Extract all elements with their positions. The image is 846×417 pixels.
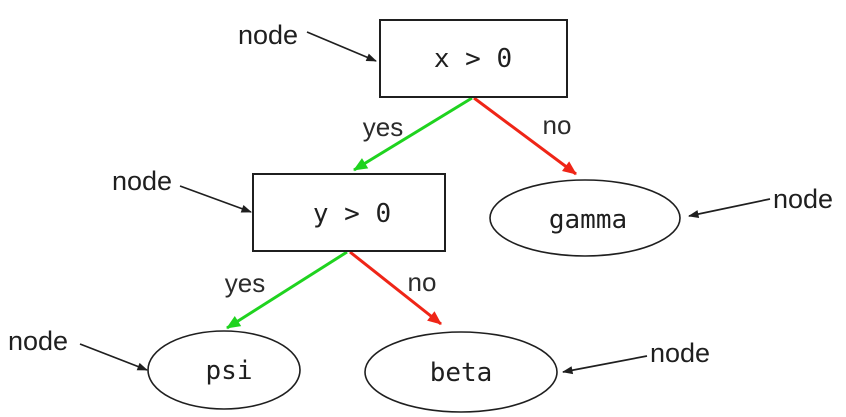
- edge-label-no-bottom: no: [408, 267, 437, 297]
- annotation-node-beta: node: [650, 338, 710, 368]
- annotation-arrow-gamma: [688, 198, 771, 218]
- leaf-node-gamma: [489, 179, 681, 257]
- leaf-node-gamma-label: gamma: [549, 205, 627, 235]
- annotation-node-psi: node: [8, 326, 68, 356]
- edge-yes-root-to-inner: [353, 96, 473, 172]
- leaf-node-psi: [147, 330, 301, 410]
- annotation-arrow-inner: [179, 185, 252, 213]
- edge-yes-inner-to-psi: [226, 250, 348, 330]
- annotation-node-root: node: [238, 20, 298, 50]
- annotation-arrow-beta: [562, 355, 648, 375]
- leaf-node-beta-label: beta: [430, 358, 493, 388]
- decision-node-inner: [252, 173, 446, 252]
- edge-label-no-top: no: [543, 110, 572, 140]
- leaf-node-beta: [364, 331, 558, 413]
- decision-node-inner-label: y > 0: [313, 199, 391, 229]
- edge-label-yes-bottom: yes: [225, 268, 265, 298]
- decision-node-root-label: x > 0: [434, 44, 512, 74]
- annotation-node-inner: node: [112, 166, 172, 196]
- annotation-node-gamma: node: [773, 184, 833, 214]
- edge-label-yes-top: yes: [363, 112, 403, 142]
- decision-node-root: [379, 19, 568, 98]
- annotation-arrow-psi: [79, 343, 148, 371]
- leaf-node-psi-label: psi: [206, 356, 253, 386]
- edge-no-inner-to-beta: [349, 250, 442, 326]
- annotation-arrow-root: [306, 31, 377, 62]
- edge-no-root-to-gamma: [473, 96, 577, 176]
